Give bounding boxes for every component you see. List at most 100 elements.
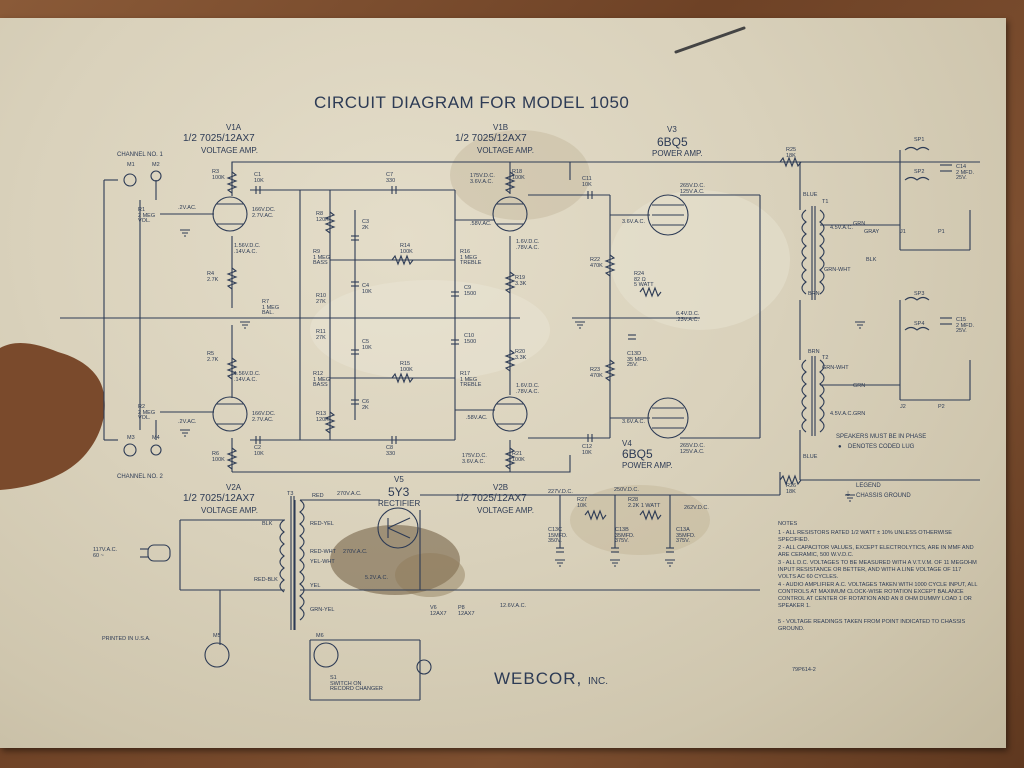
filament-voltage-2: 12.6V.A.C. [500, 603, 527, 609]
wire-grn-yel: GRN-YEL [310, 607, 335, 613]
v3-grid-voltage: 3.6V.A.C. [622, 219, 646, 225]
m2-label: M2 [152, 162, 160, 168]
c3-label: C3 2K [362, 219, 370, 231]
input-jacks [123, 170, 162, 457]
r4-label: R4 2.7K [207, 271, 219, 283]
transformer-t3 [279, 496, 305, 630]
wire-blue: BLUE [803, 192, 818, 198]
note-3: 3 - ALL D.C. VOLTAGES TO BE MEASURED WIT… [778, 560, 977, 580]
t2-label: T2 [822, 355, 829, 361]
resistors [226, 156, 802, 521]
wire-grn-2: GRN [853, 383, 866, 389]
v1a-grid-voltage: .2V.AC. [178, 205, 197, 211]
cathode-bias-voltage: 6.4V.D.C. .23V.A.C. [676, 311, 700, 323]
note-2: 2 - ALL CAPACITOR VALUES, EXCEPT ELECTRO… [778, 545, 974, 558]
p1-label: P1 [938, 229, 945, 235]
tube-v3 [647, 194, 689, 236]
channel-2-label: CHANNEL NO. 2 [117, 474, 163, 480]
r28-label: R28 2.2K 1 WATT [628, 497, 661, 509]
note-5: 5 - VOLTAGE READINGS TAKEN FROM POINT IN… [778, 619, 966, 632]
s1-label: S1 SWITCH ON RECORD CHANGER [330, 675, 383, 692]
wire-red: RED [312, 493, 324, 499]
transformer-t2 [801, 356, 825, 436]
c13d-label: C13D 35 MFD. 25V. [627, 351, 649, 368]
tube-v3-type: 6BQ5 [657, 135, 688, 149]
r27-label: R27 10K [577, 497, 588, 509]
m5-label: M5 [213, 633, 221, 639]
legend-title: LEGEND [856, 483, 881, 489]
r24-label: R24 82 Ω 5 WATT [634, 271, 654, 288]
ground-icon: ⏚ [845, 492, 852, 498]
power-plug [140, 544, 171, 562]
c9-label: C9 1500 [464, 285, 477, 297]
wire-blue-2: BLUE [803, 454, 818, 460]
c2-label: C2 10K [254, 445, 264, 457]
connector-m6 [313, 642, 339, 668]
v3-plate-voltage: 265V.D.C. 125V.A.C. [680, 183, 705, 195]
r16-label: R16 1 MEG TREBLE [460, 249, 482, 266]
j2-label: J2 [900, 404, 906, 410]
m6-label: M6 [316, 633, 324, 639]
channel-1-label: CHANNEL NO. 1 [117, 152, 163, 158]
tube-v5 [377, 507, 419, 549]
c4-label: C4 10K [362, 283, 372, 295]
c6-label: C6 2K [362, 399, 370, 411]
r25-label: R25 18K [786, 147, 797, 159]
v2a-plate-voltage: 166V.DC. 2.7V.AC. [252, 411, 276, 423]
maker-name: WEBCOR, INC. [494, 670, 608, 687]
r22-label: R22 470K [590, 257, 603, 269]
wire-red-yel: RED-YEL [310, 521, 334, 527]
wire-yel: YEL [310, 583, 321, 589]
c13a-label: C13A 35MFD. 375V. [676, 527, 696, 544]
v2a-grid-voltage: .2V.AC. [178, 419, 197, 425]
v1b-grid-voltage: .58V.AC. [470, 221, 492, 227]
tube-v1a [212, 196, 248, 232]
capacitors [255, 186, 674, 553]
b1-voltage: 227V.D.C. [548, 489, 573, 495]
transformer-t1 [801, 206, 825, 300]
v4-plate-voltage: 265V.D.C. 125V.A.C. [680, 443, 705, 455]
r11-label: R11 27K [316, 329, 326, 341]
c15-label: C15 2 MFD. 25V. [956, 317, 975, 334]
v2b-grid-voltage: .58V.AC. [466, 415, 488, 421]
v1b-cathode-voltage: 1.6V.D.C. .78V.A.C. [516, 239, 540, 251]
r1-label: R1 2 MEG VOL. [138, 207, 156, 224]
wire-gray: GRAY [864, 229, 880, 235]
maker-text: WEBCOR, [494, 669, 583, 688]
r9-label: R9 1 MEG BASS [313, 249, 331, 266]
r12-label: R12 1 MEG BASS [313, 371, 331, 388]
r23-label: R23 470K [590, 367, 603, 379]
tube-v1b-type: 1/2 7025/12AX7 [455, 133, 527, 144]
tube-v2a [212, 396, 248, 432]
note-4: 4 - AUDIO AMPLIFIER A.C. VOLTAGES TAKEN … [778, 582, 978, 609]
wire-yel-wht: YEL-WHT [310, 559, 335, 565]
tube-v2b-ref: V2B [493, 483, 509, 492]
wire-brn-2: BRN [808, 349, 820, 355]
v1b-plate-voltage: 175V.D.C. 3.6V.A.C. [470, 173, 495, 185]
tube-v4-function: POWER AMP. [622, 461, 673, 470]
tube-v1a-function: VOLTAGE AMP. [201, 146, 258, 155]
speakers [904, 146, 952, 331]
tube-v2b [492, 396, 528, 432]
tube-v2a-ref: V2A [226, 483, 242, 492]
coded-lug-note: DENOTES CODED LUG [848, 444, 915, 450]
schematic-sheet [0, 18, 1006, 748]
j1-label: J1 [900, 229, 906, 235]
notes-heading: NOTES [778, 521, 798, 527]
tube-v2a-type: 1/2 7025/12AX7 [183, 493, 255, 504]
p2-label: P2 [938, 404, 945, 410]
note-1: 1 - ALL RESISTORS RATED 1/2 WATT ± 10% U… [778, 530, 953, 543]
tube-v1a-ref: V1A [226, 123, 242, 132]
staple [674, 26, 746, 54]
t3-label: T3 [287, 491, 294, 497]
phase-note: SPEAKERS MUST BE IN PHASE [836, 434, 927, 440]
c11-label: C11 10K [582, 176, 592, 188]
tube-v4-type: 6BQ5 [622, 447, 653, 461]
mains-voltage: 117V.A.C. 60 ~ [93, 547, 118, 559]
r3-label: R3 100K [212, 169, 225, 181]
filament-voltage: 5.2V.A.C. [365, 575, 389, 581]
coded-lug-dot: ● [838, 444, 842, 450]
tube-v1b-ref: V1B [493, 123, 509, 132]
maker-suffix: INC. [587, 676, 608, 687]
